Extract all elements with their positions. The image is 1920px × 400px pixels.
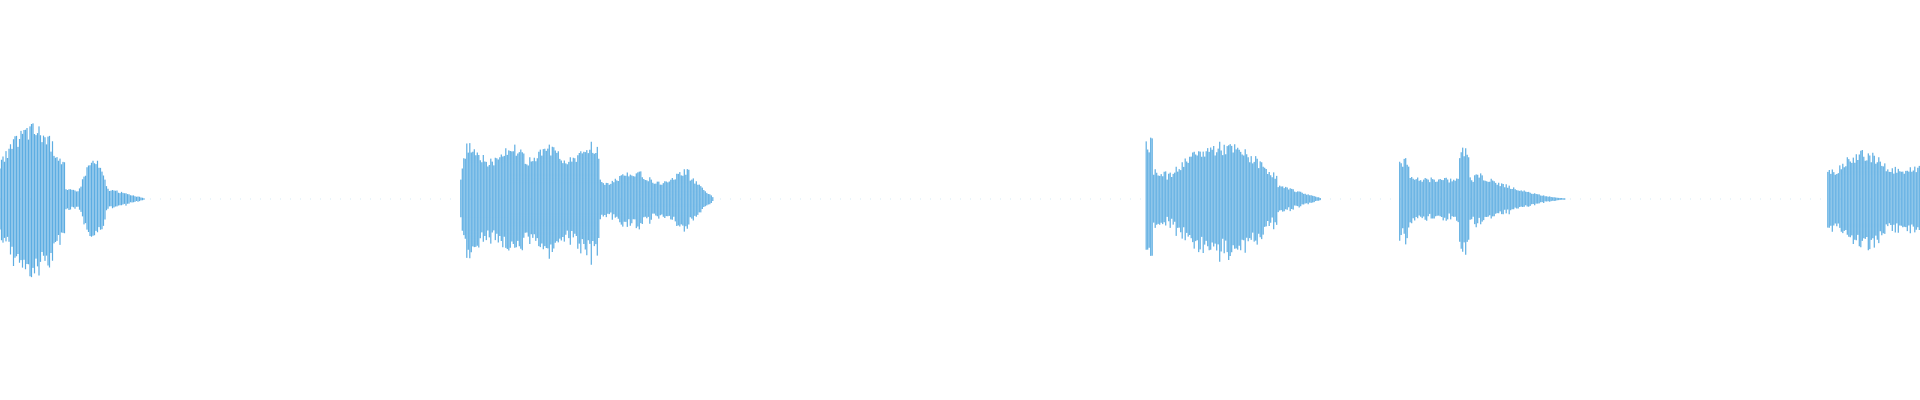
waveform-segment-3 xyxy=(1145,137,1321,262)
waveform-segments xyxy=(0,123,1920,278)
waveform-segment-5 xyxy=(1827,150,1920,251)
waveform-segment-1 xyxy=(0,123,145,278)
waveform-segment-2 xyxy=(460,141,714,265)
waveform-segment-4 xyxy=(1399,147,1566,255)
